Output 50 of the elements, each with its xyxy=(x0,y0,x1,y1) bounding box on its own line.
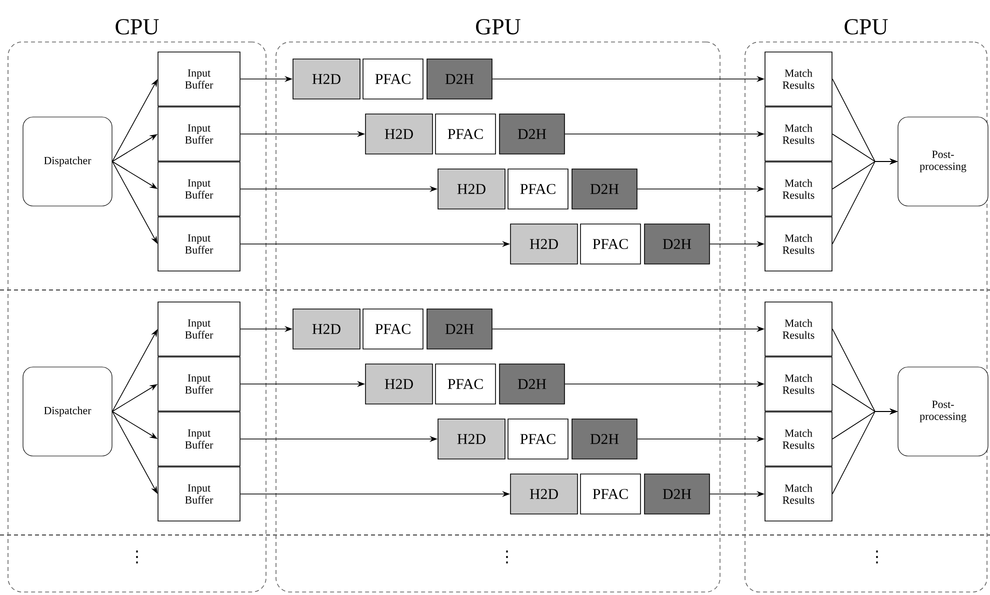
buffer-box: Input Buffer xyxy=(158,412,240,466)
stage-box: D2H xyxy=(572,418,638,460)
buffer-box: Match Results xyxy=(764,412,832,466)
vertical-ellipsis: ⋮ xyxy=(506,550,508,564)
buffer-box: Input Buffer xyxy=(158,216,240,272)
stage-box: PFAC xyxy=(435,364,496,404)
stage-box: PFAC xyxy=(580,224,641,264)
buffer-box: Match Results xyxy=(764,216,832,272)
stage-box: H2D xyxy=(438,418,506,460)
stage-box: D2H xyxy=(426,308,492,350)
vertical-ellipsis: ⋮ xyxy=(876,550,878,564)
rounded-box: Post-processing xyxy=(898,366,988,456)
buffer-box: Input Buffer xyxy=(158,162,240,216)
buffer-box: Match Results xyxy=(764,162,832,216)
buffer-box: Match Results xyxy=(764,356,832,412)
stage-box: H2D xyxy=(510,224,578,264)
buffer-box: Input Buffer xyxy=(158,302,240,356)
node-label: CPU xyxy=(116,19,159,34)
stage-box: H2D xyxy=(438,168,506,210)
buffer-box: Input Buffer xyxy=(158,466,240,522)
stage-box: D2H xyxy=(426,58,492,100)
buffer-box: Input Buffer xyxy=(158,106,240,162)
stage-box: D2H xyxy=(572,168,638,210)
stage-box: H2D xyxy=(510,474,578,514)
stage-box: PFAC xyxy=(508,418,568,460)
stage-box: H2D xyxy=(365,114,433,154)
buffer-box: Input Buffer xyxy=(158,356,240,412)
stage-box: D2H xyxy=(644,474,710,514)
stage-box: PFAC xyxy=(580,474,641,514)
stage-box: H2D xyxy=(292,58,360,100)
stage-box: PFAC xyxy=(435,114,496,154)
buffer-box: Match Results xyxy=(764,302,832,356)
stage-box: D2H xyxy=(644,224,710,264)
stage-box: H2D xyxy=(292,308,360,350)
rounded-box: Dispatcher xyxy=(22,116,112,206)
vertical-ellipsis: ⋮ xyxy=(136,550,138,564)
stage-box: PFAC xyxy=(362,58,424,100)
rounded-box: Post-processing xyxy=(898,116,988,206)
node-label: GPU xyxy=(476,19,520,34)
stage-box: PFAC xyxy=(362,308,424,350)
stage-box: D2H xyxy=(499,114,565,154)
buffer-box: Input Buffer xyxy=(158,52,240,106)
stage-box: PFAC xyxy=(508,168,568,210)
buffer-box: Match Results xyxy=(764,466,832,522)
node-label: CPU xyxy=(844,19,888,34)
stage-box: H2D xyxy=(365,364,433,404)
rounded-box: Dispatcher xyxy=(22,366,112,456)
buffer-box: Match Results xyxy=(764,52,832,106)
stage-box: D2H xyxy=(499,364,565,404)
buffer-box: Match Results xyxy=(764,106,832,162)
